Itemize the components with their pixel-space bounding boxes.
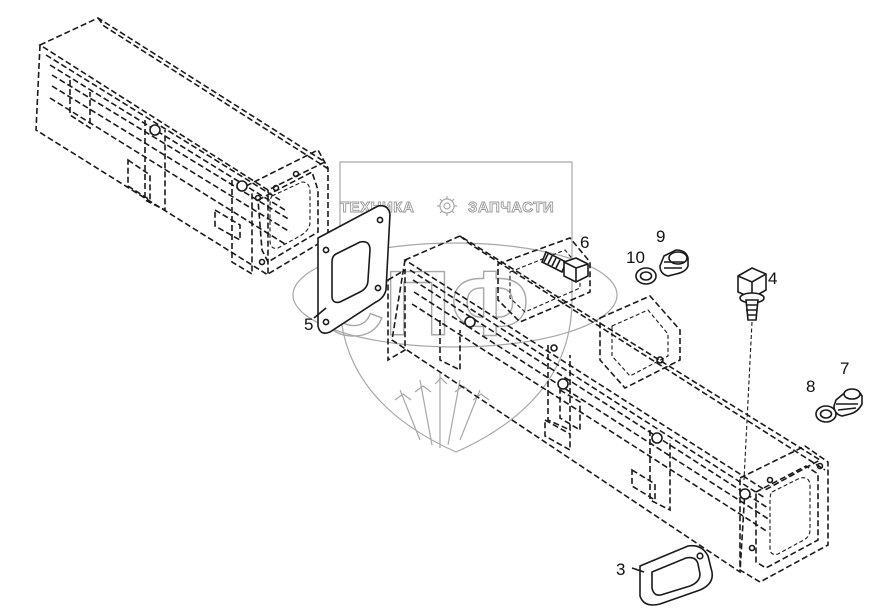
plug-part-9 <box>659 249 689 277</box>
watermark-ellipse <box>292 242 618 348</box>
callout-4: 4 <box>768 269 777 288</box>
washer-part-8 <box>815 405 837 423</box>
callout-10: 10 <box>626 248 645 267</box>
watermark-shield <box>339 161 573 453</box>
bolt-part-4 <box>737 267 767 481</box>
bolt-part-6 <box>540 250 589 283</box>
exhaust-manifold-front-section <box>387 235 829 583</box>
callout-labels: 3 4 5 6 7 8 9 10 <box>304 227 849 579</box>
callout-5: 5 <box>304 315 313 334</box>
watermark-wheat-icon <box>394 372 490 448</box>
gasket-part-5 <box>317 204 391 334</box>
watermark-brand-right: ЗАПЧАСТИ <box>468 199 554 216</box>
callout-7: 7 <box>840 359 849 378</box>
callout-8: 8 <box>806 377 815 396</box>
exhaust-manifold-rear-section <box>35 17 331 277</box>
callout-leaders <box>313 307 645 573</box>
callout-3: 3 <box>616 560 625 579</box>
washer-part-10 <box>635 267 657 285</box>
callout-6: 6 <box>580 233 589 252</box>
gasket-part-3 <box>639 544 714 606</box>
gear-icon <box>437 196 457 216</box>
callout-9: 9 <box>656 227 665 246</box>
plug-part-7 <box>833 388 863 417</box>
